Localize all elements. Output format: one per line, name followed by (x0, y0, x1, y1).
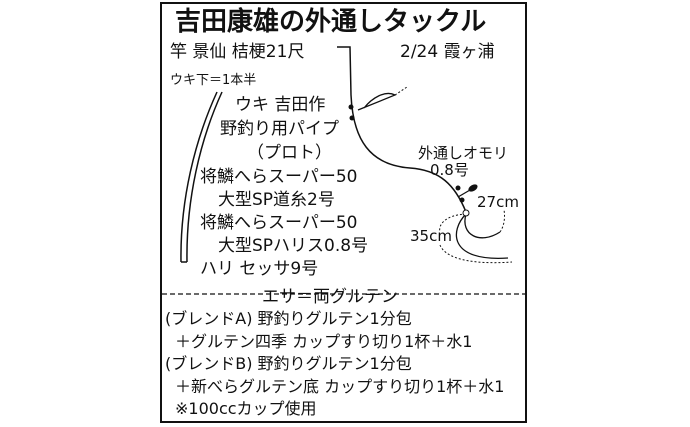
hook-label: ハリ セッサ9号 (200, 259, 319, 279)
bait-line: ＋グルテン四季 カップすり切り1杯＋水1 (175, 332, 473, 351)
stopper-icon (349, 115, 355, 121)
bait-line: (ブレンドA) 野釣りグルテン1分包 (165, 309, 412, 328)
rod-icon (180, 91, 223, 263)
sinker-weight: 0.8号 (430, 161, 469, 179)
bait-line: ＋新べらグルテン底 カップすり切り1杯＋水1 (175, 377, 505, 396)
sinker-stem (457, 189, 471, 198)
harris-label-2: 大型SPハリス0.8号 (218, 236, 369, 256)
bait-line: (ブレンドB) 野釣りグルテン1分包 (165, 354, 412, 373)
sinker-label: 外通しオモリ (418, 144, 509, 162)
harris-long (455, 213, 509, 259)
main-line (337, 46, 467, 213)
sinker-icon (468, 184, 478, 192)
rod-label: 竿 景仙 桔梗21尺 (170, 42, 305, 62)
short-harris-length: 27cm (477, 193, 519, 211)
stopper-icon (348, 104, 354, 110)
float-label-2: 野釣り用パイプ (220, 119, 339, 139)
harris-label: 将鱗へらスーパー50 (200, 213, 358, 233)
long-harris-length: 35cm (410, 227, 452, 245)
stopper-icon (455, 185, 461, 191)
stopper-icon (459, 197, 465, 203)
harris-short (464, 213, 501, 239)
main-line-label-2: 大型SP道糸2号 (218, 190, 335, 210)
float-label-3: （プロト） (247, 143, 332, 163)
diagram-frame (160, 2, 527, 423)
date-place: 2/24 霞ヶ浦 (400, 42, 495, 62)
float-label: ウキ 吉田作 (235, 95, 326, 115)
swivel-icon (462, 209, 470, 217)
float-icon (357, 92, 397, 111)
main-line-label: 将鱗へらスーパー50 (200, 167, 358, 187)
depth-label: ウキ下＝1本半 (170, 73, 257, 88)
page-title: 吉田康雄の外通しタックル (175, 7, 487, 37)
float-top (394, 86, 408, 96)
harris-guide (439, 213, 513, 264)
harris-short-ext (499, 209, 505, 233)
bait-line: ※100ccカップ使用 (175, 399, 317, 418)
bait-title: エサ＝両グルテン (262, 287, 398, 307)
